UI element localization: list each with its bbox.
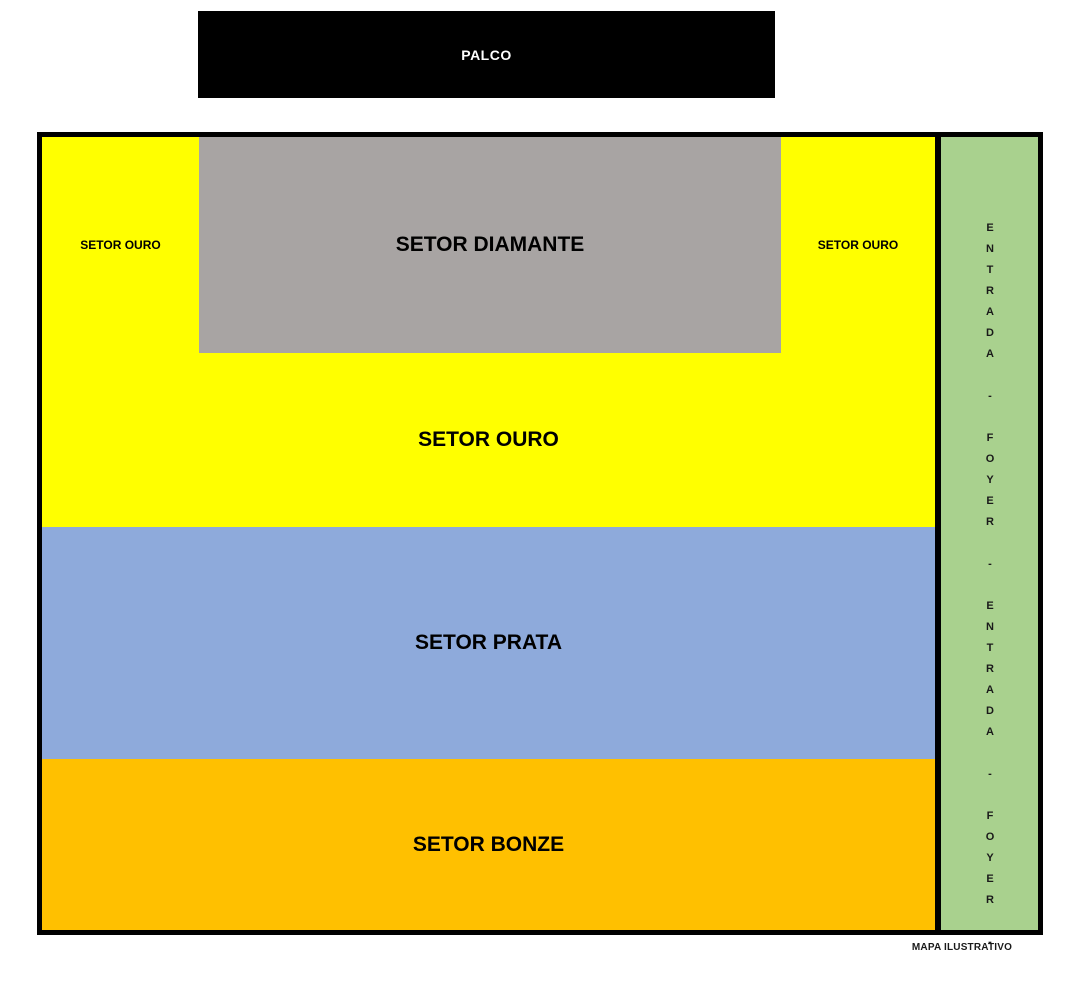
sector-bonze-label: SETOR BONZE — [412, 832, 565, 856]
sector-ouro-main-label-area: SETOR OURO — [42, 353, 935, 527]
venue-outline: SETOR DIAMANTE SETOR OURO SETOR OURO SET… — [37, 132, 1043, 957]
stage-block: PALCO — [198, 11, 775, 98]
illustrative-map-note: MAPA ILUSTRATIVO — [911, 942, 1013, 953]
sector-prata-label: SETOR PRATA — [414, 631, 562, 654]
sector-diamante-region: SETOR DIAMANTE — [199, 137, 781, 353]
sector-bonze-region: SETOR BONZE — [42, 759, 935, 930]
stage-label: PALCO — [461, 46, 512, 63]
entrance-foyer-strip: ENTRADA - FOYER - ENTRADA - FOYER - — [941, 137, 1038, 957]
entrance-foyer-vertical-label: ENTRADA - FOYER - ENTRADA - FOYER - — [984, 222, 996, 957]
sector-diamante-label: SETOR DIAMANTE — [395, 233, 585, 256]
sector-ouro-left-label: SETOR OURO — [80, 238, 161, 252]
venue-inner: SETOR DIAMANTE SETOR OURO SETOR OURO SET… — [42, 137, 1038, 957]
sector-ouro-right-label: SETOR OURO — [817, 238, 899, 252]
sector-ouro-left-label-area: SETOR OURO — [42, 137, 199, 353]
sector-ouro-label: SETOR OURO — [418, 428, 559, 451]
entrance-divider-line — [935, 137, 941, 930]
sector-prata-region: SETOR PRATA — [42, 527, 935, 759]
sector-ouro-right-label-area: SETOR OURO — [781, 137, 935, 353]
